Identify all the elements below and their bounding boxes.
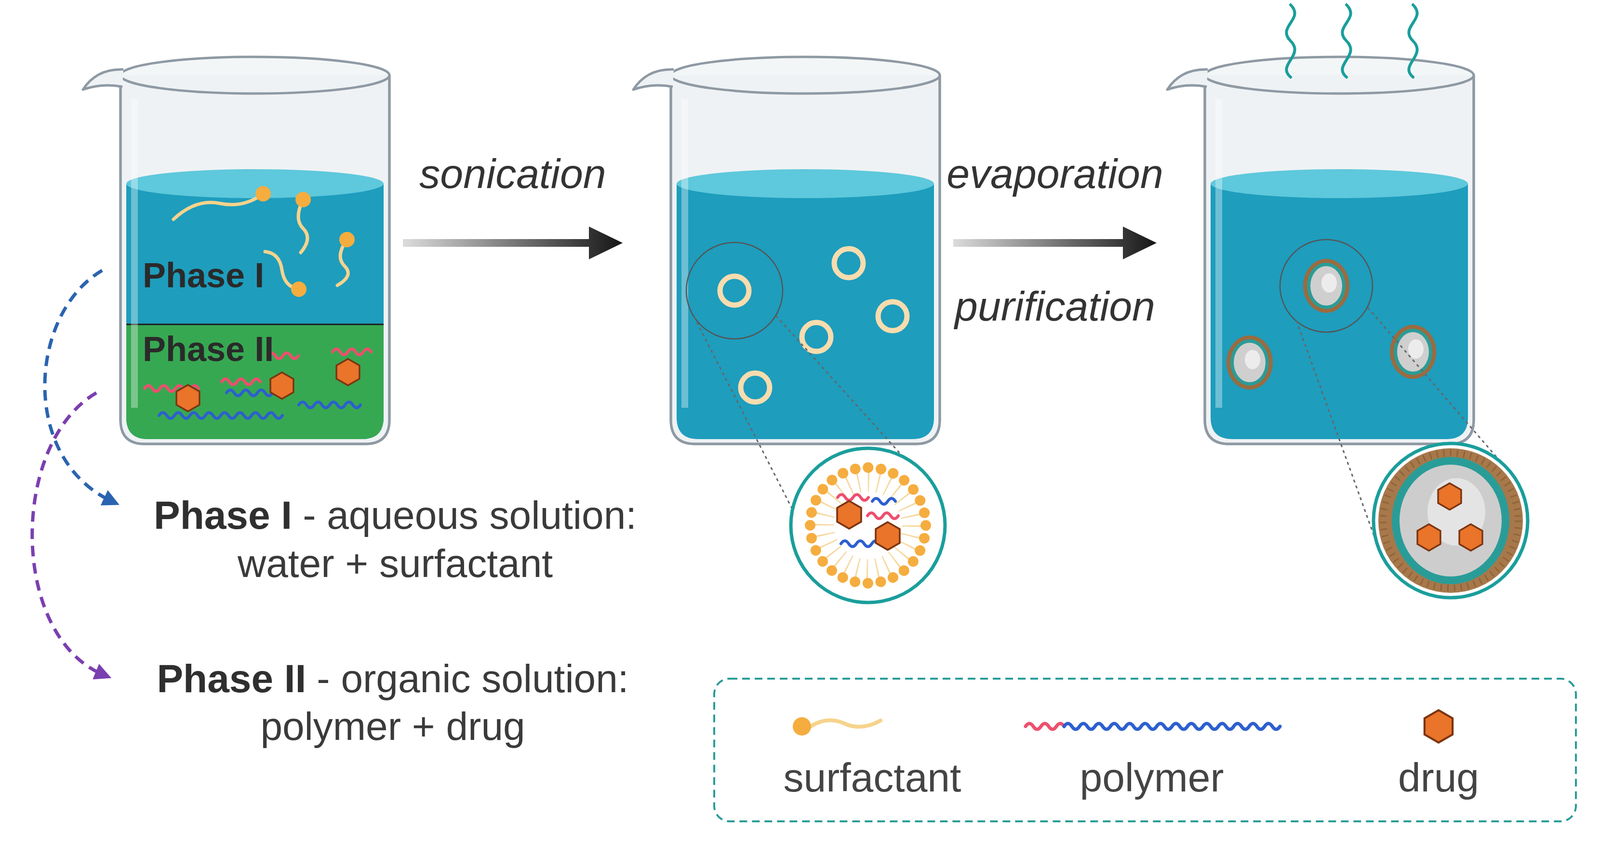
- phase-layer: Phase I: [126, 183, 384, 325]
- polymer-chain: [872, 498, 896, 505]
- surfactant-sample: [792, 717, 812, 736]
- core-highlight: [1427, 478, 1486, 546]
- drug-sample: [1424, 709, 1453, 743]
- legend-label: polymer: [1080, 754, 1225, 801]
- zoom-circle: [790, 448, 946, 603]
- polymer-chain: [867, 512, 899, 519]
- beaker: [1161, 51, 1478, 449]
- text-row: polymer + drug: [260, 703, 525, 749]
- surfactant-tails: [823, 480, 913, 570]
- particle-core: [1399, 464, 1502, 577]
- legend-label: drug: [1398, 754, 1480, 801]
- drug-molecule: [837, 500, 862, 529]
- phase-name: Phase II: [142, 329, 274, 370]
- text-row: water + surfactant: [237, 540, 553, 587]
- beaker-outline: [627, 51, 944, 449]
- phase-description: - organic solution:: [316, 655, 629, 702]
- shell-texture: [1383, 453, 1519, 588]
- particle-layer: [1391, 456, 1510, 585]
- surfactant-heads: [810, 467, 926, 584]
- phase-name: Phase I: [153, 492, 293, 538]
- step-label: evaporation: [946, 149, 1163, 198]
- phase-name: Phase I: [142, 255, 265, 296]
- beaker: Phase I Phase II: [77, 51, 394, 449]
- beaker-outline: [77, 51, 394, 449]
- phase-layer: Phase II: [126, 324, 384, 440]
- phase-description: polymer + drug: [260, 703, 525, 749]
- legend-label: surfactant: [783, 754, 962, 801]
- drug-molecule: [1417, 523, 1441, 551]
- text-row: Phase II- organic solution:: [156, 655, 629, 702]
- phase-description: - aqueous solution:: [302, 492, 637, 538]
- process-arrow: [402, 226, 623, 260]
- surfactant-sample: [810, 720, 881, 727]
- phase-name: Phase II: [156, 655, 307, 702]
- leader-arrow: [32, 392, 104, 675]
- polymer-chain: [837, 494, 869, 501]
- particle-shell: [1378, 448, 1523, 593]
- beaker: [627, 51, 944, 449]
- text-row: Phase I- aqueous solution:: [153, 492, 637, 538]
- step-label: purification: [954, 282, 1156, 331]
- polymer-sample: [1025, 723, 1065, 730]
- process-arrow: [953, 226, 1157, 260]
- drug-molecule: [1438, 482, 1462, 510]
- leader-arrow: [44, 270, 112, 502]
- polymer-sample: [1064, 723, 1280, 730]
- zoom-circle: [1373, 443, 1528, 598]
- drug-molecule: [1459, 523, 1483, 551]
- beaker-outline: [1161, 51, 1478, 449]
- polymer-chain: [840, 540, 880, 547]
- step-label: sonication: [419, 149, 606, 198]
- legend-box: [714, 678, 1576, 822]
- phase-description: water + surfactant: [237, 540, 553, 587]
- drug-molecule: [875, 521, 900, 550]
